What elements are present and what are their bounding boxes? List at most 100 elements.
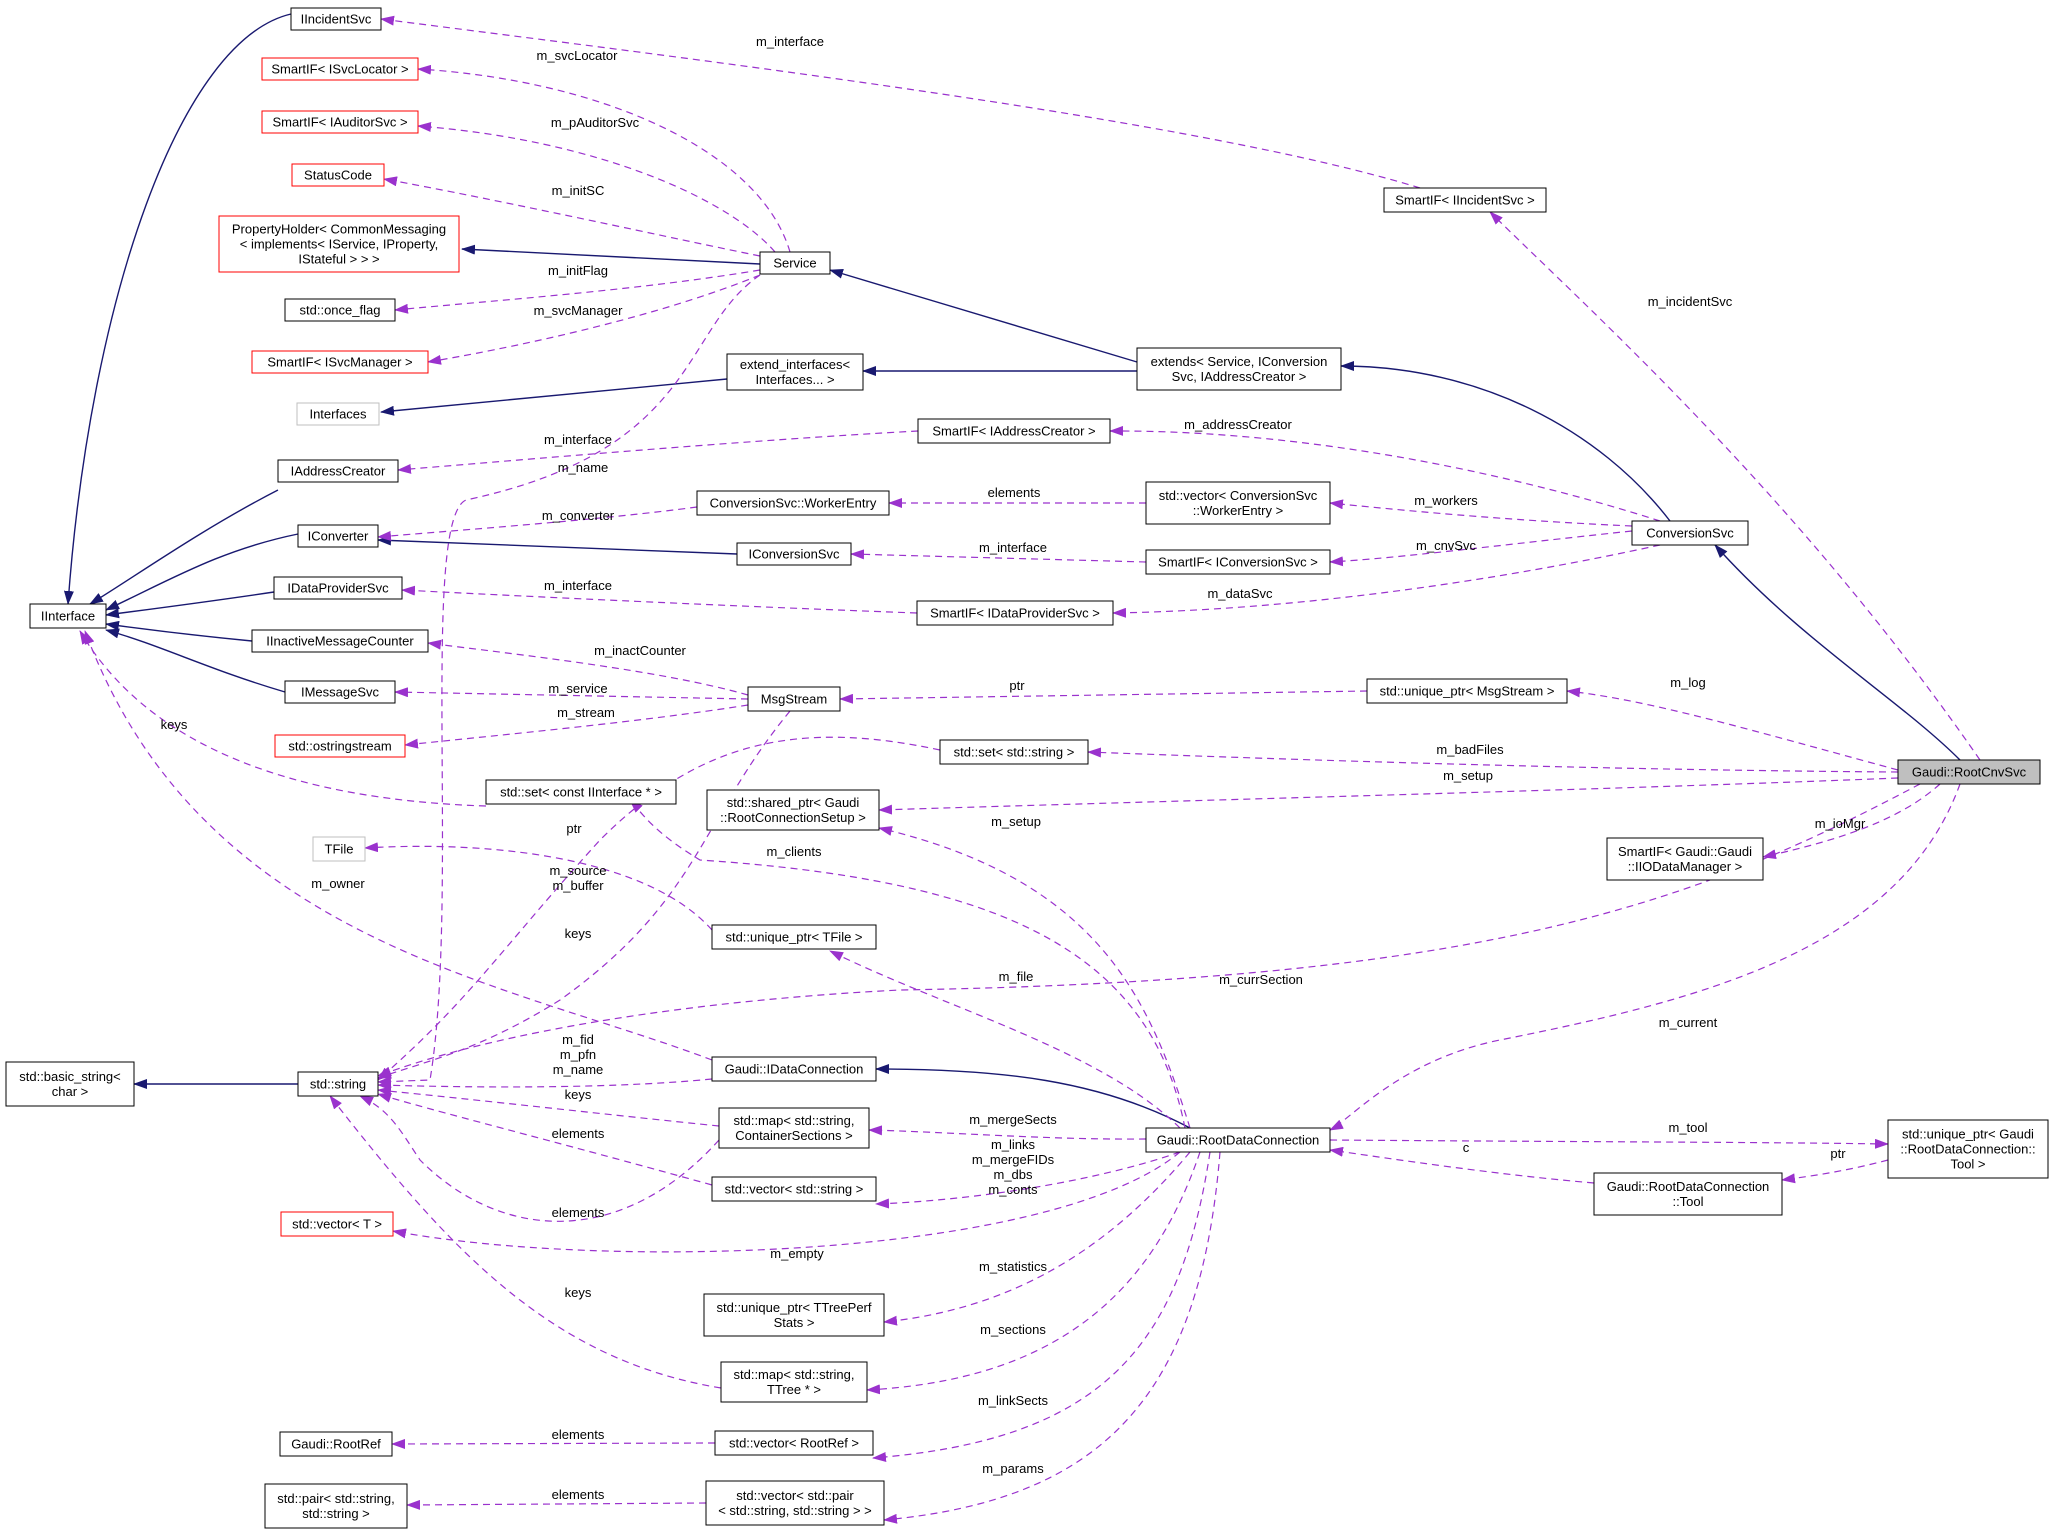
class-node-RootDataConnection[interactable]: Gaudi::RootDataConnection (1145, 1127, 1331, 1153)
class-node-label: std::vector< std::string > (725, 1182, 864, 1197)
class-node-basic_string[interactable]: std::basic_string<char > (5, 1061, 135, 1107)
class-node-label: StatusCode (304, 168, 372, 183)
class-node-box (711, 1176, 877, 1202)
class-node-label: MsgStream (761, 692, 827, 707)
usage-edge-Service-to-SmartIF_ISvcManager (427, 274, 761, 365)
edge-label: m_dataSvc (1207, 586, 1273, 601)
usage-edge-MsgStream-to-IInactiveMessageCounter (427, 639, 749, 696)
edge-label: m_interface (979, 540, 1047, 555)
class-node-SmartIF_IIODataManager[interactable]: SmartIF< Gaudi::Gaudi::IIODataManager > (1606, 837, 1764, 881)
class-node-label: std::unique_ptr< Gaudi (1902, 1127, 2034, 1142)
class-node-ConversionSvc_WorkerEntry[interactable]: ConversionSvc::WorkerEntry (696, 490, 890, 516)
class-node-pair_string[interactable]: std::pair< std::string,std::string > (264, 1483, 408, 1529)
usage-edge-RootDataConnection-to-vector_RootRef (872, 1151, 1211, 1462)
class-node-set_IInterface[interactable]: std::set< const IInterface * > (485, 779, 677, 805)
class-node-map_TTree[interactable]: std::map< std::string,TTree * > (720, 1361, 868, 1403)
class-node-IInterface[interactable]: IInterface (29, 603, 107, 629)
class-node-box (1366, 678, 1568, 704)
class-node-SmartIF_IIncidentSvc[interactable]: SmartIF< IIncidentSvc > (1383, 187, 1547, 213)
inheritance-edge-extend_interfaces-to-Interfaces (380, 378, 728, 416)
class-node-IIncidentSvc[interactable]: IIncidentSvc (290, 7, 382, 31)
class-node-PropertyHolder[interactable]: PropertyHolder< CommonMessaging< impleme… (218, 215, 460, 273)
inheritance-edge-extends-to-Service (829, 268, 1138, 363)
class-node-IDataProviderSvc[interactable]: IDataProviderSvc (273, 576, 403, 600)
class-node-label: std::shared_ptr< Gaudi (727, 795, 860, 810)
class-node-SmartIF_ISvcManager[interactable]: SmartIF< ISvcManager > (251, 350, 429, 374)
class-node-IConversionSvc[interactable]: IConversionSvc (736, 542, 852, 566)
class-node-SmartIF_IAddressCreator[interactable]: SmartIF< IAddressCreator > (917, 418, 1111, 444)
class-node-MsgStream[interactable]: MsgStream (747, 686, 841, 712)
edge-label: m_setup (991, 814, 1041, 829)
class-node-vector_WorkerEntry[interactable]: std::vector< ConversionSvc::WorkerEntry … (1145, 481, 1331, 525)
class-node-vector_string[interactable]: std::vector< std::string > (711, 1176, 877, 1202)
class-node-SmartIF_ISvcLocator[interactable]: SmartIF< ISvcLocator > (261, 57, 419, 81)
class-node-label: IIncidentSvc (301, 12, 372, 27)
edge-label: elements (552, 1126, 605, 1141)
class-node-IMessageSvc[interactable]: IMessageSvc (284, 680, 396, 704)
edge-label: m_file (999, 969, 1034, 984)
class-node-box (291, 163, 385, 187)
class-node-shared_ptr_setup[interactable]: std::shared_ptr< Gaudi::RootConnectionSe… (706, 789, 880, 831)
class-node-label: Service (773, 256, 816, 271)
class-node-set_string[interactable]: std::set< std::string > (939, 739, 1089, 765)
usage-edge-Service-to-SmartIF_IAuditorSvc (417, 122, 776, 253)
class-node-extend_interfaces[interactable]: extend_interfaces<Interfaces... > (726, 353, 864, 391)
usage-edge-RootCnvSvc-to-SmartIF_IIncidentSvc (1489, 211, 1981, 761)
edge-label: m_currSection (1219, 972, 1303, 987)
class-node-box (251, 629, 429, 653)
edge-label: elements (988, 485, 1041, 500)
class-node-map_ContainerSections[interactable]: std::map< std::string,ContainerSections … (718, 1107, 870, 1149)
class-node-vector_pair[interactable]: std::vector< std::pair< std::string, std… (705, 1480, 885, 1526)
class-node-ostringstream[interactable]: std::ostringstream (274, 734, 406, 758)
class-node-Service[interactable]: Service (759, 251, 831, 275)
class-node-ConversionSvc[interactable]: ConversionSvc (1631, 520, 1749, 546)
class-node-SmartIF_IAuditorSvc[interactable]: SmartIF< IAuditorSvc > (261, 110, 419, 134)
usage-edge-SmartIF_IIncidentSvc-to-IIncidentSvc (380, 15, 1421, 189)
class-node-extends[interactable]: extends< Service, IConversionSvc, IAddre… (1136, 347, 1342, 391)
class-node-SmartIF_IConversionSvc[interactable]: SmartIF< IConversionSvc > (1145, 549, 1331, 575)
class-node-SmartIF_IDataProviderSvc[interactable]: SmartIF< IDataProviderSvc > (916, 600, 1114, 626)
usage-edge-SmartIF_IDataProviderSvc-to-IDataProviderSvc (401, 585, 918, 614)
class-node-StatusCode[interactable]: StatusCode (291, 163, 385, 187)
class-node-IInactiveMessageCounter[interactable]: IInactiveMessageCounter (251, 629, 429, 653)
class-node-label: IStateful > > > (298, 252, 379, 267)
class-node-unique_ptr_Tool[interactable]: std::unique_ptr< Gaudi::RootDataConnecti… (1887, 1119, 2049, 1179)
class-node-box (261, 110, 419, 134)
usage-edge-MsgStream-to-std_string (377, 710, 791, 1079)
class-node-unique_ptr_TFile[interactable]: std::unique_ptr< TFile > (711, 924, 877, 950)
edge-label: m_setup (1443, 768, 1493, 783)
class-node-box (1145, 549, 1331, 575)
edge-label: m_ioMgr (1815, 816, 1866, 831)
class-node-label: IConversionSvc (748, 547, 840, 562)
class-node-label: std::map< std::string, (733, 1113, 854, 1128)
class-node-vector_T[interactable]: std::vector< T > (280, 1211, 394, 1237)
class-node-IConverter[interactable]: IConverter (297, 524, 379, 548)
class-node-box (1606, 837, 1764, 881)
usage-edge-MsgStream-to-ostringstream (404, 704, 749, 749)
edge-label: keys (161, 717, 188, 732)
class-node-std_string[interactable]: std::string (297, 1071, 379, 1097)
class-node-box (706, 789, 880, 831)
usage-edge-ConversionSvc-to-SmartIF_IAddressCreator (1109, 425, 1661, 522)
class-node-RootRef[interactable]: Gaudi::RootRef (279, 1431, 393, 1457)
class-node-box (290, 7, 382, 31)
edge-label: m_incidentSvc (1648, 294, 1733, 309)
class-node-box (1887, 1119, 2049, 1179)
inheritance-edge-RootCnvSvc-to-ConversionSvc (1714, 544, 1961, 761)
usage-edge-SmartIF_IConversionSvc-to-IConversionSvc (850, 549, 1147, 563)
class-node-label: std::unique_ptr< TTreePerf (716, 1300, 871, 1315)
edge-label: m_linkSects (978, 1393, 1049, 1408)
usage-edge-RootDataConnection-to-vector_string (875, 1151, 1181, 1209)
class-node-vector_RootRef[interactable]: std::vector< RootRef > (714, 1430, 874, 1456)
class-node-IAddressCreator[interactable]: IAddressCreator (277, 459, 399, 483)
class-node-IDataConnection[interactable]: Gaudi::IDataConnection (711, 1056, 877, 1082)
class-node-once_flag[interactable]: std::once_flag (284, 298, 396, 322)
class-node-unique_ptr_MsgStream[interactable]: std::unique_ptr< MsgStream > (1366, 678, 1568, 704)
edge-label: m_tool (1668, 1120, 1707, 1135)
class-node-label: < implements< IService, IProperty, (240, 237, 438, 252)
class-node-RootDataConnection_Tool[interactable]: Gaudi::RootDataConnection::Tool (1593, 1172, 1783, 1216)
class-node-label: ::Tool (1672, 1194, 1703, 1209)
class-node-label: ::IIODataManager > (1628, 859, 1743, 874)
class-node-label: IConverter (308, 529, 369, 544)
